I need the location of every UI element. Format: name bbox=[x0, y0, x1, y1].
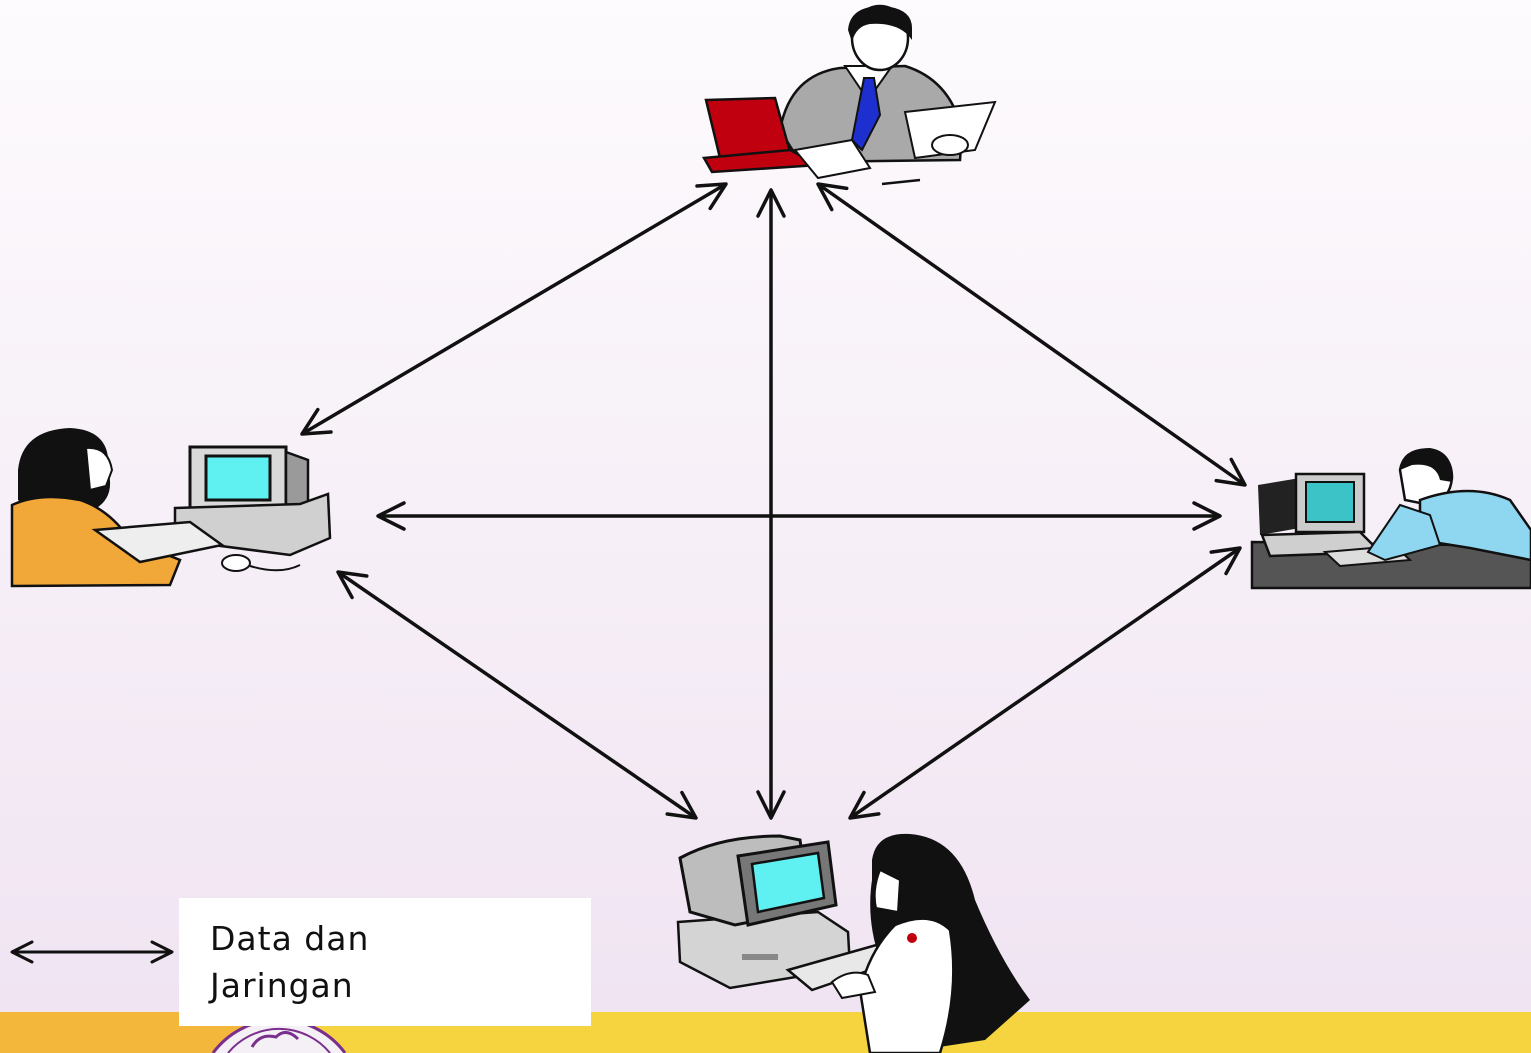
node-right-man-computer bbox=[1250, 448, 1531, 590]
arrow-top-left bbox=[300, 182, 728, 436]
arrow-top-right bbox=[816, 182, 1247, 487]
arrow-right-bottom bbox=[848, 546, 1242, 820]
node-left-woman-computer bbox=[10, 428, 332, 588]
node-bottom-woman-computer bbox=[676, 833, 1030, 1053]
legend-arrow bbox=[10, 940, 174, 964]
node-top-businessman bbox=[701, 4, 997, 186]
arrows bbox=[300, 182, 1247, 820]
arrow-left-bottom bbox=[336, 570, 698, 820]
university-seal bbox=[211, 1018, 347, 1053]
legend-label-line1: Data dan bbox=[210, 919, 370, 958]
legend-label-line2: Jaringan bbox=[210, 966, 354, 1005]
legend-box bbox=[179, 898, 591, 1026]
legend-label: Data dan Jaringan bbox=[210, 915, 570, 1009]
